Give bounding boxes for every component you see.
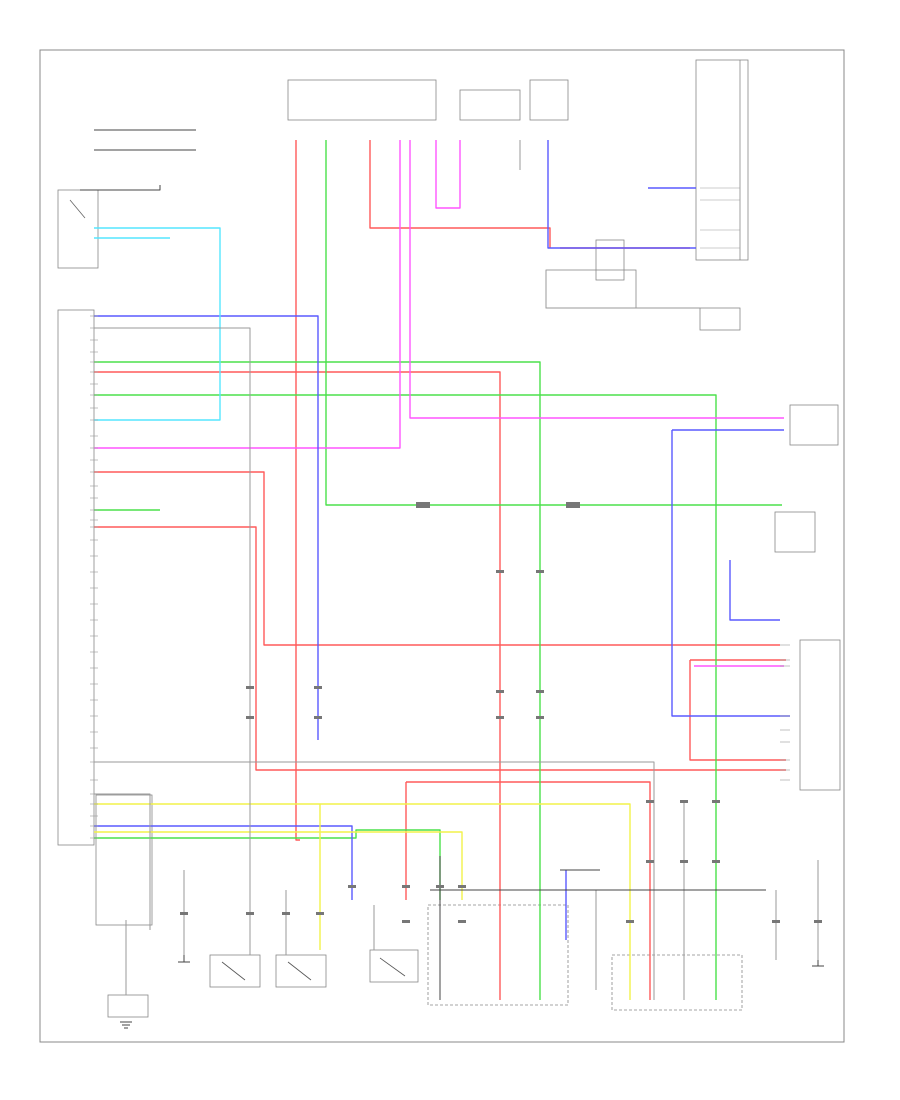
wire-group-red [94,140,786,1000]
ground-symbols [120,955,824,1029]
connector-markers [180,502,822,923]
wire-blue-2 [94,825,353,900]
relay-bottom-right [545,269,637,309]
wire-red-4 [94,471,780,646]
wire-blue-1 [94,315,319,740]
wire-dark-3 [80,185,161,191]
wire-group-yellow [94,803,631,1000]
wire-green-2 [94,361,541,1000]
wire-group-gray [94,140,819,1000]
switch-box-top-left [57,189,99,269]
wire-gray-1 [94,327,251,955]
ecu-lower-aux-box [95,794,153,926]
wire-group-blue [94,140,790,940]
right-connector-lower [799,639,841,791]
ground-right-1 [699,307,741,331]
relay-block-top-center [459,89,521,121]
ecu-pin-ticks [90,315,98,839]
component-boxes [57,59,841,1018]
fuse-block-top [287,79,437,121]
transfer-switch-1 [209,954,261,988]
diagram-border [39,49,845,1043]
actuator-assembly-rear [611,954,743,1011]
wire-red-2 [369,140,551,248]
wire-group-magenta [94,140,784,667]
wire-magenta-3 [435,140,461,209]
wire-green-1 [325,140,782,506]
wire-red-8 [689,660,786,761]
relay-small-right [595,239,625,281]
wire-gray-5 [545,270,700,309]
wire-yellow-1 [94,803,631,1000]
ground-right-2 [774,511,816,553]
wire-magenta-1 [94,140,401,449]
four-wheel-drive-control-ecu [57,309,95,846]
wire-red-7 [406,781,651,1000]
wire-blue-8 [729,560,780,621]
wire-red-5 [94,526,786,771]
wire-red-3 [94,371,501,1000]
wires [80,129,819,1000]
right-side-box [789,404,839,446]
actuator-assembly-front [427,904,569,1006]
wire-magenta-2 [409,140,784,419]
right-connector-pins [700,187,790,781]
wire-yellow-3 [94,831,463,900]
wire-cyan-1 [94,227,221,421]
wire-blue-3 [547,140,696,249]
transfer-switch-2 [275,954,327,988]
wire-group-green [94,140,782,1000]
wire-gray-3 [94,793,151,930]
wire-group-cyan [94,227,221,421]
wire-red-1 [295,140,300,841]
wire-group-dark [80,129,766,1000]
transfer-switch-3 [369,949,419,983]
relay-block-top-right [529,79,569,121]
wire-blue-4 [671,430,790,717]
wire-green-3 [94,394,717,1000]
wire-green-4 [94,829,441,900]
right-connector-stack [695,59,749,261]
wire-gray-2 [94,761,655,1000]
ground-bottom-left [107,994,149,1018]
